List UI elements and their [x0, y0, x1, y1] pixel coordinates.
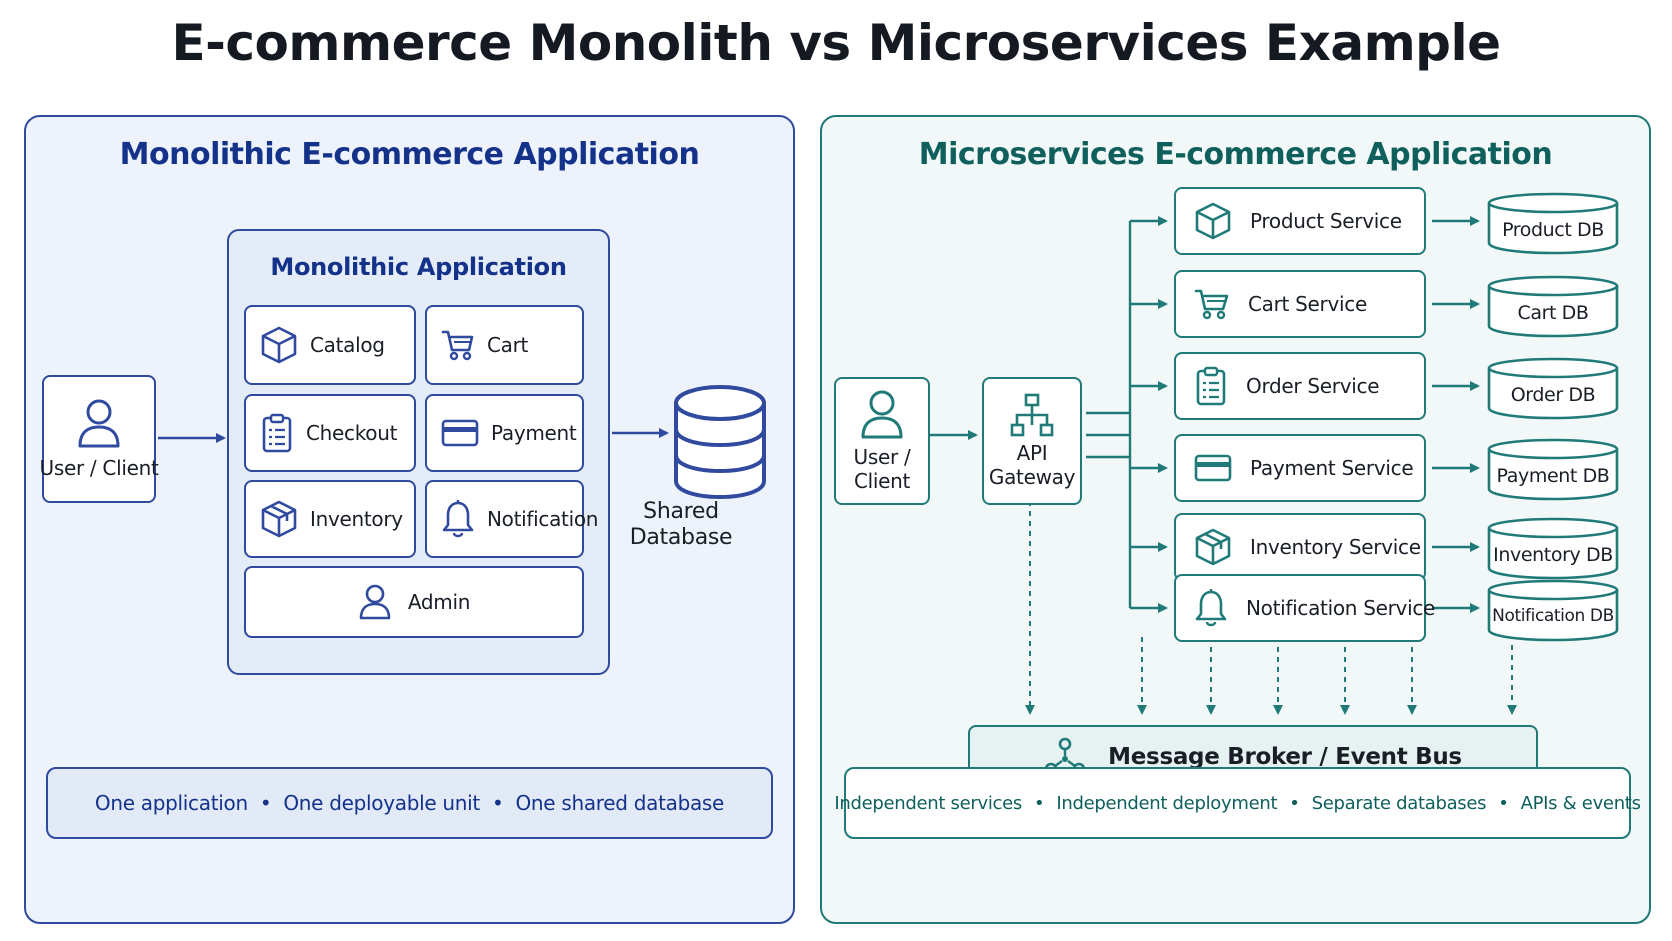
db-label: Product DB	[1502, 219, 1604, 241]
microservices-panel: Microservices E-commerce Application	[820, 115, 1651, 924]
service-label: Order Service	[1246, 374, 1380, 398]
gateway-label-line: Gateway	[988, 465, 1076, 489]
user-icon	[358, 583, 392, 621]
service-label: Notification Service	[1246, 596, 1436, 620]
service-label: Cart Service	[1248, 292, 1367, 316]
credit-card-icon	[441, 418, 479, 448]
db-label-line: Database	[629, 525, 733, 551]
database-icon	[672, 383, 768, 501]
footer-separator: •	[1289, 792, 1300, 814]
module-notification: Notification	[425, 480, 598, 558]
service-label: Payment Service	[1250, 456, 1414, 480]
notification-db: Notification DB	[1486, 578, 1620, 642]
cart-icon	[1194, 287, 1230, 321]
page-title: E-commerce Monolith vs Microservices Exa…	[171, 14, 1501, 72]
module-label: Payment	[491, 421, 577, 445]
gateway-label-line: API	[1016, 441, 1048, 465]
service-label: Inventory Service	[1250, 535, 1421, 559]
monolith-user-label: User / Client	[39, 456, 159, 480]
cube-icon	[1194, 201, 1232, 241]
module-label: Catalog	[310, 333, 385, 357]
module-label: Cart	[487, 333, 529, 357]
package-icon	[260, 499, 298, 539]
monolithic-application-box: Monolithic Application Catalog Cart Chec…	[227, 229, 610, 675]
cart-icon	[441, 328, 475, 362]
module-inventory: Inventory	[244, 480, 416, 558]
monolith-user-client-box: User / Client	[39, 375, 159, 503]
notification-service-box: Notification Service	[1174, 574, 1435, 642]
microservices-footer: Independent services • Independent deplo…	[834, 767, 1641, 839]
network-hierarchy-icon	[1010, 393, 1054, 437]
message-broker-label: Message Broker / Event Bus	[1108, 744, 1462, 770]
footer-item: APIs & events	[1520, 792, 1641, 814]
user-label-line: User /	[853, 445, 911, 469]
micro-user-label: User / Client	[854, 445, 911, 493]
module-admin: Admin	[244, 566, 584, 638]
payment-db: Payment DB	[1486, 437, 1620, 501]
module-label: Inventory	[310, 507, 403, 531]
db-label: Payment DB	[1496, 465, 1610, 487]
module-cart: Cart	[425, 305, 584, 385]
user-icon	[860, 389, 904, 441]
footer-separator: •	[1498, 792, 1509, 814]
inventory-service-box: Inventory Service	[1174, 513, 1426, 581]
microservices-user-client-box: User / Client	[834, 377, 930, 505]
db-label: Cart DB	[1517, 302, 1589, 324]
module-catalog: Catalog	[244, 305, 416, 385]
user-label-line: Client	[853, 469, 911, 493]
db-label: Order DB	[1510, 384, 1596, 406]
module-payment: Payment	[425, 394, 584, 472]
db-label: Inventory DB	[1493, 544, 1613, 566]
footer-item: One application	[94, 791, 248, 815]
api-gateway-box: API Gateway	[982, 377, 1082, 505]
footer-item: One deployable unit	[283, 791, 480, 815]
cart-service-box: Cart Service	[1174, 270, 1426, 338]
user-icon	[76, 398, 122, 450]
monolith-footer: One application • One deployable unit • …	[46, 767, 773, 839]
module-checkout: Checkout	[244, 394, 416, 472]
module-label: Admin	[407, 590, 471, 614]
inventory-db: Inventory DB	[1486, 516, 1620, 580]
bell-icon	[441, 499, 475, 539]
footer-separator: •	[259, 791, 272, 815]
payment-service-box: Payment Service	[1174, 434, 1426, 502]
clipboard-icon	[1194, 366, 1228, 406]
credit-card-icon	[1194, 453, 1232, 483]
footer-separator: •	[491, 791, 504, 815]
shared-database-label: Shared Database	[626, 499, 736, 552]
order-db: Order DB	[1486, 356, 1620, 420]
product-db: Product DB	[1486, 191, 1620, 255]
monolithic-application-title: Monolithic Application	[270, 253, 567, 281]
service-label: Product Service	[1250, 209, 1402, 233]
footer-separator: •	[1034, 792, 1045, 814]
monolith-panel: Monolithic E-commerce Application User /…	[24, 115, 795, 924]
db-label: Notification DB	[1492, 606, 1614, 626]
order-service-box: Order Service	[1174, 352, 1426, 420]
package-icon	[1194, 527, 1232, 567]
module-label: Checkout	[306, 421, 398, 445]
api-gateway-label: API Gateway	[988, 441, 1076, 489]
cube-icon	[260, 325, 298, 365]
bell-icon	[1194, 588, 1228, 628]
monolith-panel-title: Monolithic E-commerce Application	[119, 137, 700, 172]
footer-item: Independent deployment	[1056, 792, 1278, 814]
product-service-box: Product Service	[1174, 187, 1426, 255]
microservices-panel-title: Microservices E-commerce Application	[918, 137, 1553, 172]
clipboard-icon	[260, 413, 294, 453]
module-label: Notification	[487, 507, 599, 531]
cart-db: Cart DB	[1486, 274, 1620, 338]
footer-item: Independent services	[834, 792, 1023, 814]
footer-item: One shared database	[515, 791, 725, 815]
footer-item: Separate databases	[1311, 792, 1487, 814]
db-label-line: Shared	[643, 499, 719, 524]
